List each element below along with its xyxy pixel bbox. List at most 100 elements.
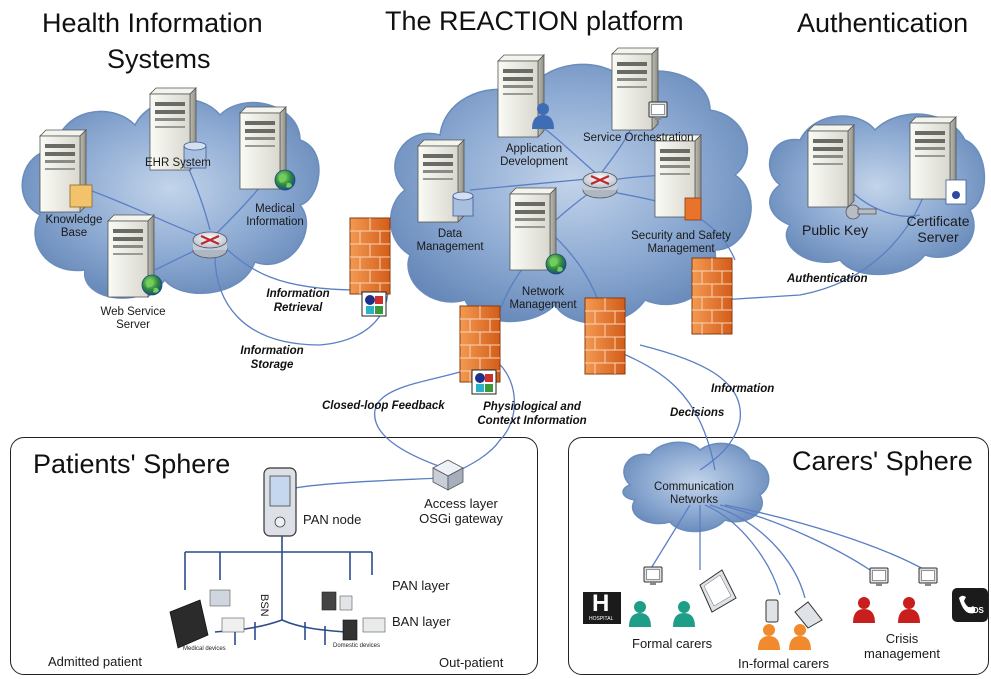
carers-sphere-title: Carers' Sphere bbox=[792, 446, 973, 476]
crisis-carer-icon bbox=[898, 597, 920, 623]
formal-carers-label: Formal carers bbox=[632, 636, 713, 651]
storage-line1: Information bbox=[240, 345, 304, 357]
knowledge-base-label: Knowledge Base bbox=[44, 214, 104, 240]
hospital-icon bbox=[583, 592, 621, 624]
physio-line1: Physiological and bbox=[483, 401, 581, 413]
platform-title: The REACTION platform bbox=[385, 6, 684, 36]
firewall-decisions bbox=[584, 297, 626, 375]
public-key-label: Public Key bbox=[802, 222, 869, 238]
patients-sphere-title: Patients' Sphere bbox=[33, 449, 231, 479]
information-flow-label: Information bbox=[711, 383, 775, 395]
admitted-patient-label: Admitted patient bbox=[48, 654, 142, 669]
medical-label-line1: Medical bbox=[255, 203, 295, 215]
crisis-carer-icon bbox=[853, 597, 875, 623]
security-badge-icon bbox=[361, 291, 387, 317]
data-mgmt-line1: Data bbox=[437, 228, 463, 240]
pan-node-label: PAN node bbox=[303, 512, 362, 527]
computer-icon bbox=[643, 566, 663, 586]
knowledge-label-line1: Knowledge bbox=[45, 214, 103, 226]
hospital-letter: H bbox=[592, 590, 610, 617]
router-icon bbox=[581, 170, 619, 200]
web-service-label: Web Service Server bbox=[98, 306, 168, 332]
crisis-management-label: Crisis management bbox=[854, 631, 950, 661]
laptop-icon bbox=[794, 601, 823, 629]
information-retrieval-label: Information Retrieval bbox=[258, 287, 338, 315]
laptop-icon bbox=[699, 569, 737, 613]
comm-line1: Communication bbox=[654, 481, 734, 493]
medical-devices-icons bbox=[169, 589, 245, 649]
storage-line2: Storage bbox=[250, 359, 294, 371]
web-service-line2: Server bbox=[116, 319, 150, 331]
orchestration-server bbox=[611, 47, 659, 131]
retrieval-line1: Information bbox=[266, 288, 330, 300]
sos-label: SOS bbox=[967, 606, 984, 615]
domestic-devices-label: Domestic devices bbox=[333, 643, 381, 649]
database-icon bbox=[183, 141, 207, 169]
app-dev-label: Application Development bbox=[497, 143, 571, 169]
app-dev-line2: Development bbox=[500, 156, 568, 168]
phone-icon bbox=[765, 599, 779, 623]
informal-carers-label: In-formal carers bbox=[738, 656, 830, 671]
bsn-label: BSN bbox=[258, 594, 270, 617]
domestic-devices-icons bbox=[321, 591, 386, 641]
knowledge-label-line2: Base bbox=[60, 227, 88, 239]
physiological-label: Physiological and Context Information bbox=[470, 400, 594, 428]
network-line1: Network bbox=[521, 286, 565, 298]
comm-line2: Networks bbox=[670, 494, 718, 506]
globe-icon bbox=[274, 169, 296, 191]
gateway-line2: OSGi gateway bbox=[419, 511, 503, 526]
connection-lines bbox=[74, 109, 931, 599]
osgi-gateway-icon bbox=[432, 459, 464, 491]
medical-info-label: Medical Information bbox=[240, 203, 310, 229]
network-mgmt-label: Network Management bbox=[503, 286, 583, 312]
comm-cloud bbox=[622, 441, 770, 533]
auth-title: Authentication bbox=[797, 8, 969, 38]
globe-icon bbox=[141, 274, 163, 296]
gateway-label: Access layer OSGi gateway bbox=[413, 496, 509, 526]
app-dev-line1: Application bbox=[505, 143, 563, 155]
key-icon bbox=[845, 204, 877, 220]
certificate-line1: Certificate bbox=[906, 213, 970, 229]
gateway-line1: Access layer bbox=[424, 496, 498, 511]
sos-phone-icon bbox=[952, 588, 988, 622]
crisis-line2: management bbox=[864, 646, 940, 661]
computer-icon bbox=[648, 101, 668, 121]
formal-carer-icon bbox=[629, 601, 651, 627]
medical-devices-label: Medical devices bbox=[183, 646, 226, 652]
firewall-mini-icon bbox=[684, 197, 702, 221]
orchestration-label: Service Orchestration bbox=[583, 132, 694, 144]
formal-carer-icon bbox=[673, 601, 695, 627]
knowledge-book-icon bbox=[69, 184, 93, 208]
information-storage-label: Information Storage bbox=[232, 344, 312, 372]
firewall-authentication bbox=[691, 257, 733, 335]
router-icon bbox=[191, 230, 229, 260]
computer-icon bbox=[918, 567, 938, 587]
his-title-line2: Systems bbox=[107, 44, 211, 74]
crisis-line1: Crisis bbox=[885, 631, 919, 646]
pda-icon bbox=[263, 467, 297, 537]
decisions-label: Decisions bbox=[670, 407, 725, 419]
data-mgmt-line2: Management bbox=[416, 241, 484, 253]
comm-networks-label: Communication Networks bbox=[646, 481, 742, 507]
security-line2: Management bbox=[647, 243, 715, 255]
out-patient-label: Out-patient bbox=[439, 655, 504, 670]
database-icon bbox=[452, 191, 474, 217]
certificate-line2: Server bbox=[917, 229, 959, 245]
his-title-line1: Health Information bbox=[42, 8, 263, 38]
pan-layer-label: PAN layer bbox=[392, 578, 450, 593]
computer-icon bbox=[869, 567, 889, 587]
web-service-line1: Web Service bbox=[100, 306, 166, 318]
security-label: Security and Safety Management bbox=[626, 230, 736, 256]
retrieval-line2: Retrieval bbox=[273, 302, 323, 314]
firewall-information bbox=[349, 217, 391, 295]
closed-loop-label: Closed-loop Feedback bbox=[322, 400, 445, 412]
authentication-flow-label: Authentication bbox=[787, 273, 868, 285]
medical-label-line2: Information bbox=[246, 216, 304, 228]
globe-icon bbox=[545, 253, 567, 275]
ehr-label: EHR System bbox=[145, 157, 211, 169]
security-line1: Security and Safety bbox=[631, 230, 731, 242]
network-line2: Management bbox=[509, 299, 577, 311]
public-key-server bbox=[807, 124, 855, 208]
certificate-label: Certificate Server bbox=[903, 213, 973, 245]
